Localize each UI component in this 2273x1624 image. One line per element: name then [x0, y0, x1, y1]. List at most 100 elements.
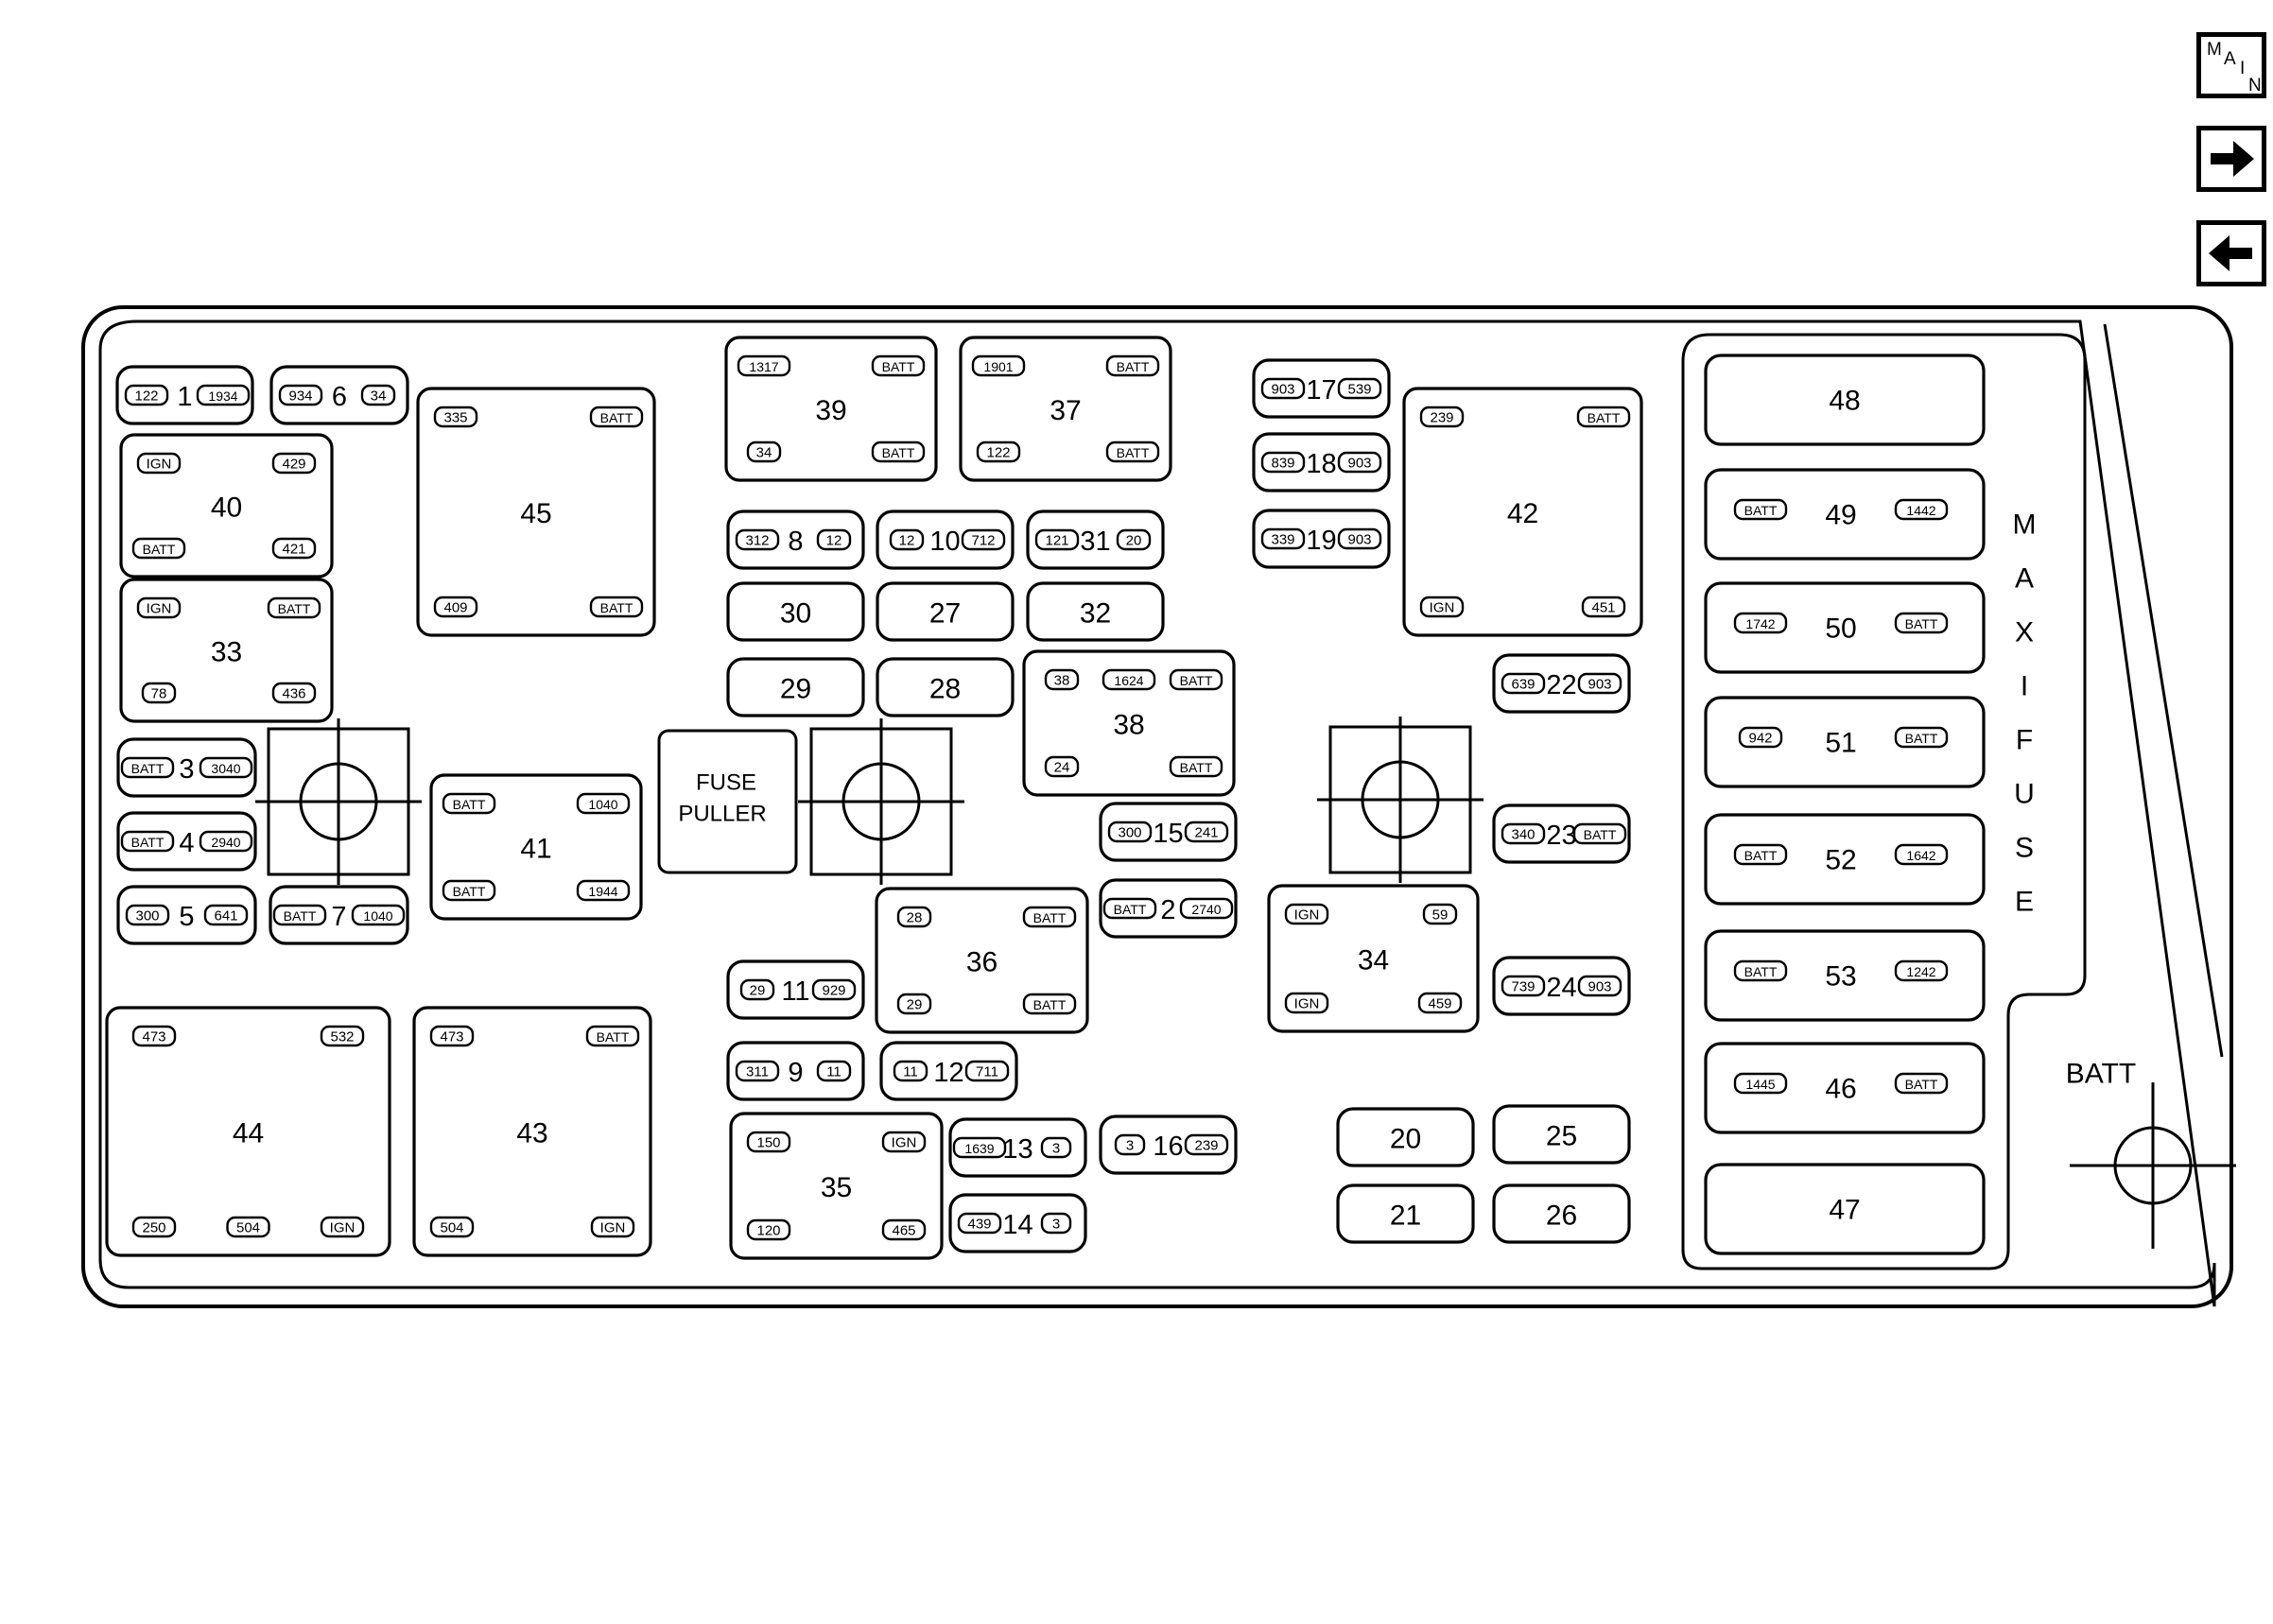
maxi-fuse-47[interactable]: 47 — [1704, 1163, 1986, 1255]
terminal-label: 504 — [236, 1220, 260, 1236]
fuse-number: 26 — [1546, 1201, 1577, 1232]
fuse-number: 17 — [1306, 375, 1336, 406]
fuse-20[interactable]: 20 — [1336, 1107, 1475, 1167]
terminal-tag: BATT — [589, 596, 644, 618]
terminal-tag: 1642 — [1894, 843, 1949, 866]
relay-number: 42 — [1507, 498, 1538, 529]
terminal-label: 532 — [330, 1029, 354, 1045]
terminal-tag: 429 — [271, 452, 317, 475]
main-button[interactable]: M A I N — [2196, 32, 2266, 98]
next-button[interactable] — [2196, 126, 2266, 192]
relay-number: 37 — [1050, 395, 1081, 426]
terminal-tag: 639 — [1501, 672, 1546, 695]
terminal-label: 241 — [1194, 825, 1218, 841]
terminal-tag: BATT — [267, 596, 321, 619]
terminal-tag: BATT — [1102, 897, 1157, 920]
fuse-30[interactable]: 30 — [726, 581, 865, 642]
fuse-number: 25 — [1546, 1121, 1577, 1152]
terminal-tag: 38 — [1044, 668, 1080, 691]
terminal-label: IGN — [600, 1220, 626, 1236]
terminal-label: BATT — [1117, 445, 1150, 460]
terminal-label: IGN — [1294, 907, 1320, 924]
terminal-tag: BATT — [1105, 354, 1160, 377]
fuse-32[interactable]: 32 — [1026, 581, 1165, 642]
terminal-label: 1901 — [983, 359, 1013, 374]
fuse-21[interactable]: 21 — [1336, 1183, 1475, 1244]
maxi-fuse-number: 47 — [1829, 1195, 1860, 1226]
terminal-tag: 459 — [1417, 992, 1463, 1014]
terminal-tag: BATT — [1169, 668, 1223, 691]
terminal-tag: 300 — [1107, 821, 1153, 843]
terminal-label: 903 — [1588, 979, 1611, 995]
maxi-fuse-number: 52 — [1825, 845, 1856, 876]
fuse-29[interactable]: 29 — [726, 657, 865, 717]
terminal-label: 1624 — [1114, 673, 1143, 688]
fuse-25[interactable]: 25 — [1492, 1104, 1631, 1165]
terminal-tag: BATT — [1022, 993, 1077, 1015]
terminal-tag: BATT — [272, 904, 327, 926]
terminal-label: BATT — [882, 445, 915, 460]
terminal-label: 1639 — [964, 1141, 994, 1156]
terminal-tag: 473 — [131, 1025, 177, 1047]
fuse-26[interactable]: 26 — [1492, 1183, 1631, 1244]
terminal-tag: 1901 — [971, 354, 1026, 377]
terminal-tag: 1040 — [351, 904, 406, 926]
fuse-27[interactable]: 27 — [876, 581, 1015, 642]
terminal-tag: 903 — [1337, 527, 1382, 550]
maxi-fuse-48[interactable]: 48 — [1704, 354, 1986, 446]
terminal-tag: 1742 — [1733, 612, 1788, 634]
terminal-label: BATT — [1905, 731, 1938, 746]
terminal-label: 312 — [745, 533, 769, 549]
terminal-tag: BATT — [442, 792, 496, 815]
terminal-tag: 3 — [1040, 1212, 1072, 1235]
main-letter: I — [2240, 59, 2246, 78]
fuse-28[interactable]: 28 — [876, 657, 1015, 717]
previous-button[interactable] — [2196, 220, 2266, 286]
terminal-label: IGN — [147, 601, 172, 617]
terminal-tag: IGN — [590, 1216, 635, 1238]
